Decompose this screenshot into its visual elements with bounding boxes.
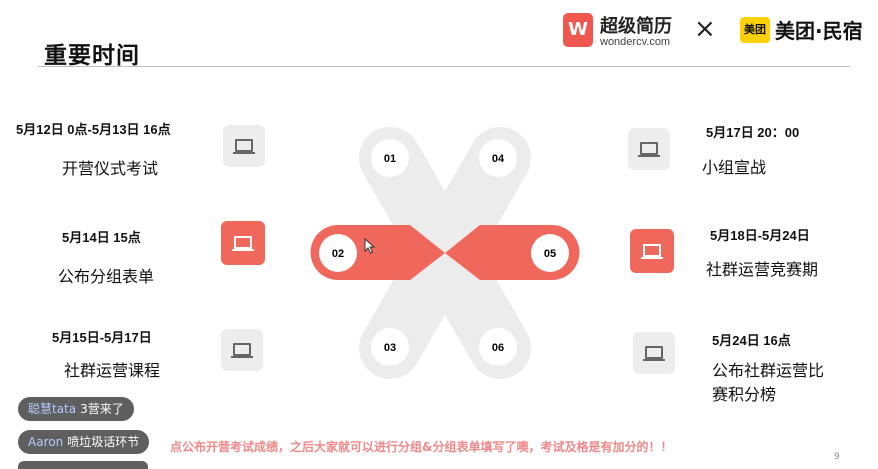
event-1-desc: 开营仪式考试	[62, 159, 159, 178]
node-05-circle	[531, 234, 569, 272]
node-03-circle	[371, 328, 409, 366]
event-5-icon-box	[630, 229, 674, 273]
node-05-label: 05	[544, 248, 556, 260]
event-1-icon-box	[223, 125, 265, 167]
slide-title: 重要时间	[44, 43, 140, 69]
laptop-icon	[638, 142, 660, 157]
node-06-circle	[479, 328, 517, 366]
event-4-desc: 小组宣战	[702, 158, 767, 177]
event-2-icon-box	[221, 221, 265, 265]
scrolling-danmaku-banner: 点公布开营考试成绩，之后大家就可以进行分组&分组表单填写了噢，考试及格是有加分的…	[170, 440, 673, 454]
meituan-logo: 美团	[740, 17, 770, 43]
comment-text: 喷垃圾话环节	[67, 435, 140, 449]
node-01-label: 01	[384, 153, 396, 165]
event-3-icon-box	[221, 329, 263, 371]
event-3-date: 5月15日-5月17日	[52, 330, 152, 345]
page-number: 9	[834, 452, 840, 462]
event-6-desc-line2: 赛积分榜	[712, 385, 777, 404]
meituan-minsu-name: 美团·民宿	[775, 19, 863, 43]
comment-user: 聪慧tata	[28, 402, 77, 416]
comment-text: 3营来了	[80, 402, 124, 416]
node-04-circle	[479, 139, 517, 177]
node-02-circle	[319, 234, 357, 272]
node-02-label: 02	[332, 248, 344, 260]
laptop-icon	[232, 236, 254, 251]
event-6-icon-box	[633, 332, 675, 374]
node-01-circle	[371, 139, 409, 177]
collab-separator: ×	[694, 14, 716, 44]
node-06-label: 06	[492, 342, 504, 354]
wondercv-url: wondercv.com	[600, 36, 671, 48]
laptop-icon	[233, 139, 255, 154]
event-3-desc: 社群运营课程	[64, 361, 161, 380]
event-1-date: 5月12日 0点-5月13日 16点	[16, 122, 171, 137]
comment-user: Aaron	[28, 435, 64, 449]
cursor-icon	[364, 238, 376, 254]
event-5-date: 5月18日-5月24日	[710, 228, 810, 243]
timeline-x-diagram: 01 04 02 05 03 06	[310, 127, 580, 379]
live-comment-partial	[18, 461, 148, 469]
title-divider	[38, 66, 850, 67]
event-6-desc: 公布社群运营比	[712, 361, 825, 380]
event-5-desc: 社群运营竞赛期	[706, 260, 819, 279]
event-2-desc: 公布分组表单	[58, 267, 155, 286]
event-4-icon-box	[628, 128, 670, 170]
laptop-icon	[231, 343, 253, 358]
wondercv-name: 超级简历	[600, 16, 672, 37]
wondercv-logo: W	[563, 13, 593, 47]
laptop-icon	[643, 346, 665, 361]
event-4-date: 5月17日 20：00	[706, 125, 800, 140]
node-03-label: 03	[384, 342, 396, 354]
event-6-date: 5月24日 16点	[712, 333, 791, 348]
event-2-date: 5月14日 15点	[62, 230, 141, 245]
laptop-icon	[641, 244, 663, 259]
node-04-label: 04	[492, 153, 505, 165]
